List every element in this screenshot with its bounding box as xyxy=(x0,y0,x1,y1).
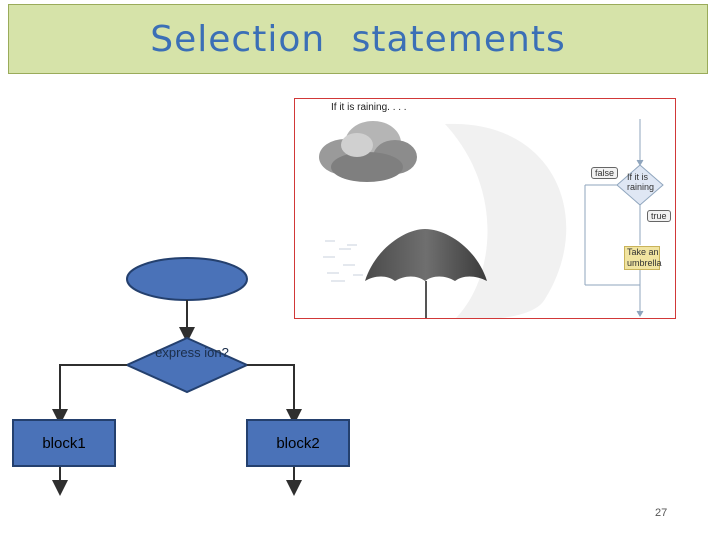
illustration-caption: If it is raining. . . . xyxy=(331,102,407,113)
action-label: Take an umbrella xyxy=(624,246,662,270)
true-label: true xyxy=(647,210,671,222)
block1-label: block1 xyxy=(42,434,86,452)
block1-box: block1 xyxy=(12,419,116,467)
rain-icon xyxy=(323,240,363,282)
decision-label: express ion? xyxy=(155,345,229,360)
start-oval xyxy=(126,257,248,301)
rain-umbrella-illustration: If it is raining. . . . false If it is r… xyxy=(294,98,676,319)
illustration-art xyxy=(319,119,664,318)
false-branch-connector xyxy=(52,364,127,425)
background-swoosh xyxy=(445,123,567,318)
page-number: 27 xyxy=(655,507,668,519)
block2-box: block2 xyxy=(246,419,350,467)
false-label: false xyxy=(591,167,619,179)
condition-label: If it is raining xyxy=(627,172,655,192)
decision-diamond xyxy=(124,336,250,394)
cloud-icon xyxy=(319,121,417,182)
true-branch-connector xyxy=(247,364,302,425)
title-bar: Selection statements xyxy=(8,4,708,74)
slide-title: Selection statements xyxy=(150,19,566,60)
umbrella-icon xyxy=(365,229,487,318)
mini-flowchart xyxy=(584,119,664,317)
block2-label: block2 xyxy=(276,434,320,452)
